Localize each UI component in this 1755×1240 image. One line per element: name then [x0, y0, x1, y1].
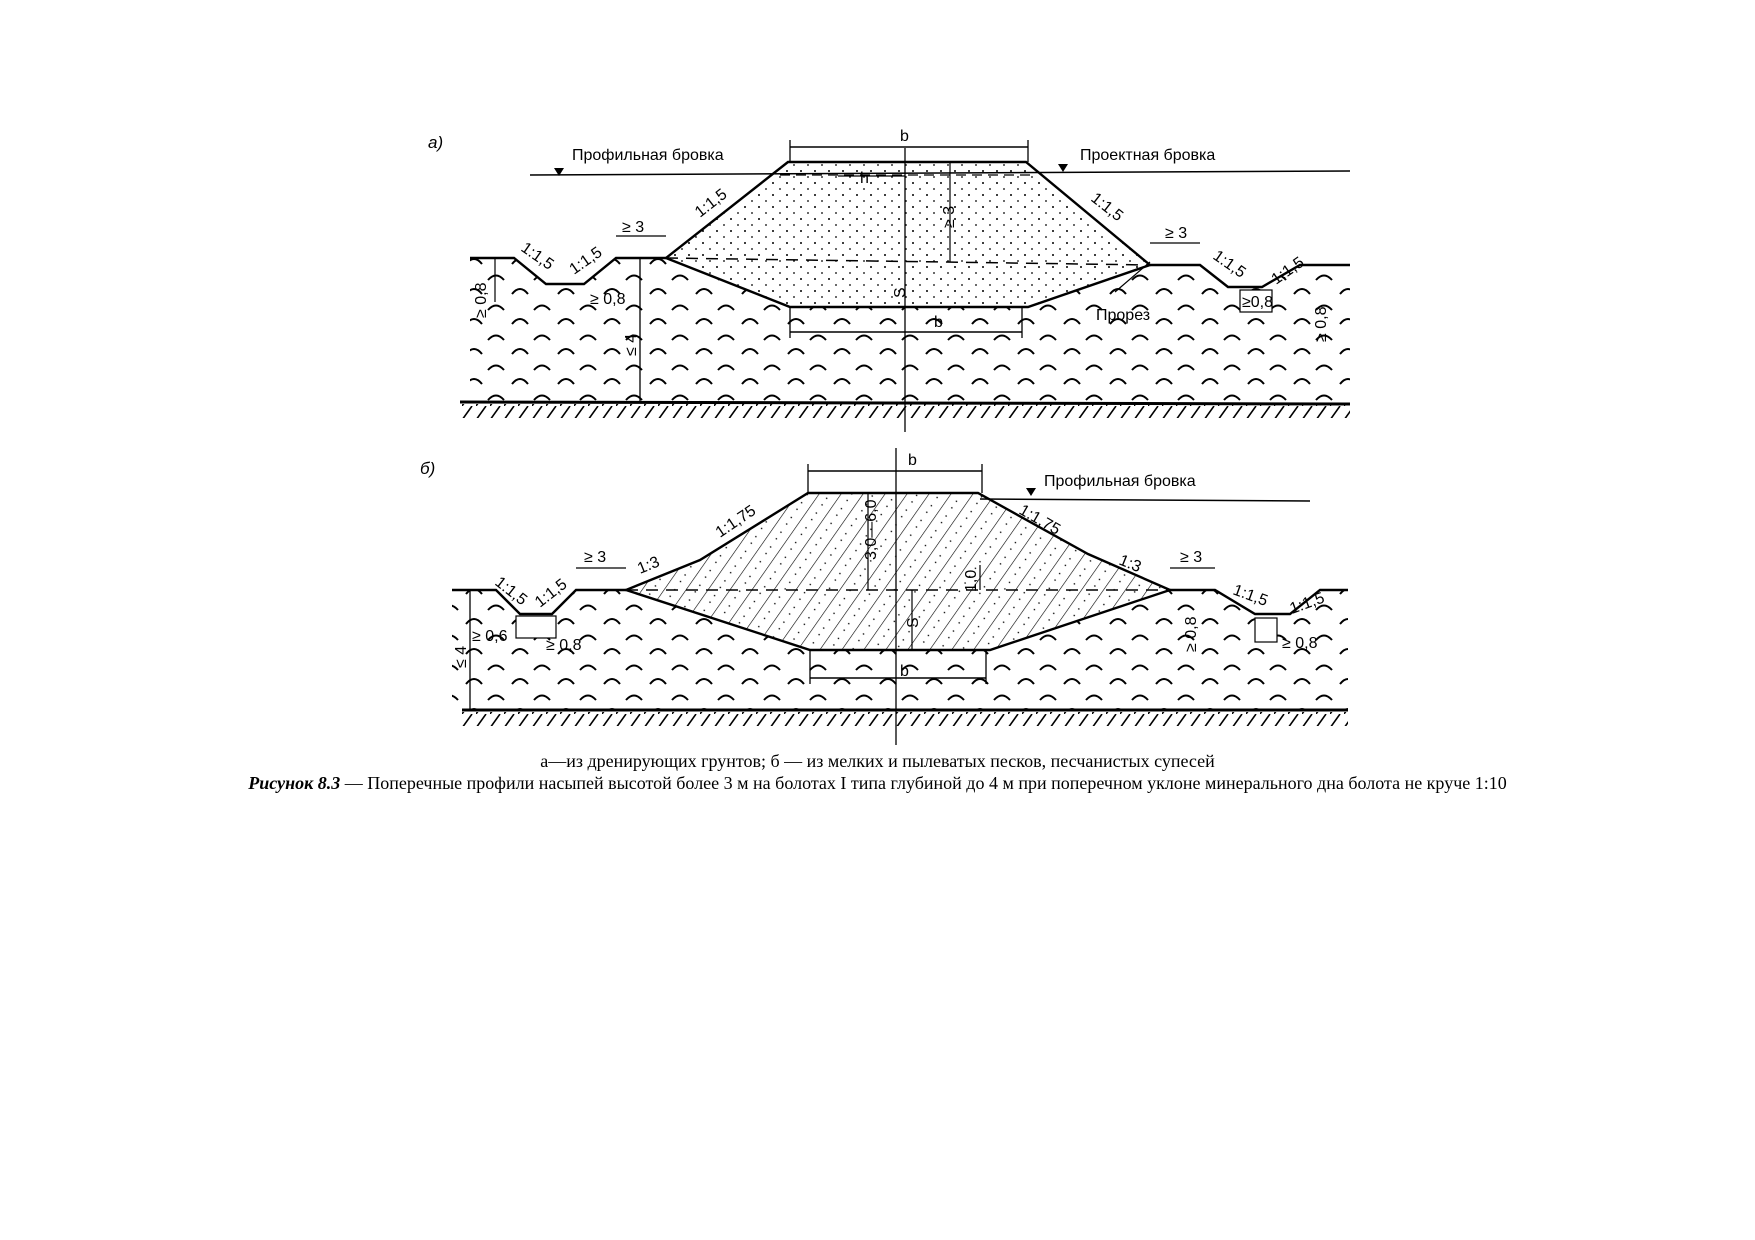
s-label-b: S	[905, 617, 922, 628]
ditch-right-width-a: ≥0,8	[1242, 294, 1273, 311]
cut-label-a: Прорез	[1096, 307, 1150, 324]
ditch-left-depth-b: ≥ 0,6	[472, 628, 508, 645]
embankment-b	[622, 491, 1174, 652]
profile-edge-line-b	[979, 498, 1311, 502]
h-label-a: h	[860, 170, 869, 187]
berm-right-a: ≥ 3	[1165, 225, 1187, 242]
caption-text: — Поперечные профили насыпей высотой бол…	[340, 773, 1507, 793]
ditch-right-width-box-b	[1254, 617, 1278, 643]
bog-surface-a	[470, 256, 666, 286]
depth-label-b: ≤ 4	[453, 646, 470, 668]
profile-edge-label-b: Профильная бровка	[1044, 473, 1196, 490]
panel-label-b: б)	[420, 459, 435, 478]
peat-area-a	[470, 258, 1350, 402]
height-range-b: 3,0—6,0	[863, 499, 880, 560]
top-width-label-a: b	[900, 128, 909, 145]
design-edge-label-a: Проектная бровка	[1080, 147, 1215, 164]
profile-edge-label-a: Профильная бровка	[572, 147, 724, 164]
top-width-label-b: b	[908, 452, 917, 469]
cut-leader-a	[1114, 261, 1151, 293]
profile-edge-marker-a	[554, 168, 564, 176]
layer-label-b: 1,0	[963, 570, 980, 592]
profile-edge-line-a	[529, 170, 1351, 176]
diagram-b: б) b b 3,0—6,0 1,0 S 1:1,75 1:1,75 1:3 1…	[420, 448, 1348, 745]
design-edge-marker-a	[1058, 164, 1068, 172]
berm-left-b: ≥ 3	[584, 549, 606, 566]
caption-main: Рисунок 8.3 — Поперечные профили насыпей…	[0, 772, 1755, 794]
embankment-a	[663, 160, 1153, 309]
ditch-left-depth-box-b	[515, 615, 557, 639]
ditch-right-width-b: ≥ 0,8	[1282, 635, 1318, 652]
caption-subtitle: а—из дренирующих грунтов; б — из мелких …	[540, 751, 1215, 771]
ditch-left-width-a: ≥ 0,8	[590, 291, 626, 308]
figure-caption: а—из дренирующих грунтов; б — из мелких …	[0, 750, 1755, 794]
height-label-a: ≥ 3	[941, 206, 958, 228]
s-label-a: S	[892, 287, 909, 298]
slope-lower-left-b: 1:3	[635, 554, 662, 578]
ground-hatch-b	[462, 712, 1348, 726]
figure-number: Рисунок 8.3	[248, 773, 341, 793]
berm-left-a: ≥ 3	[622, 219, 644, 236]
bottom-width-label-a: b	[934, 314, 943, 331]
profile-edge-marker-b	[1026, 488, 1036, 496]
original-surface-dashed-a	[665, 257, 1151, 266]
ditch-left-width-b: ≥ 0,8	[546, 637, 582, 654]
ditch-left-depth-a: ≥ 0,8	[473, 282, 490, 318]
bog-surface-b	[452, 588, 626, 616]
bottom-width-label-b: b	[900, 663, 909, 680]
cross-section-figure: а) b b h ≥ 3 S 1:1,5 1:1,5 ≥ 3	[420, 128, 1351, 745]
depth-label-a: ≤ 4	[623, 334, 640, 356]
panel-label-a: а)	[428, 133, 443, 152]
ditch-right-depth-b: ≥ 0,8	[1183, 616, 1200, 652]
berm-right-b: ≥ 3	[1180, 549, 1202, 566]
bog-surface-b-right	[1170, 588, 1348, 616]
diagram-a: а) b b h ≥ 3 S 1:1,5 1:1,5 ≥ 3	[428, 128, 1351, 432]
ditch-right-depth-a: ≥ 0,8	[1313, 306, 1330, 342]
bog-surface-a-right	[1150, 263, 1350, 289]
ditch-right-width-box-a	[1239, 289, 1273, 313]
